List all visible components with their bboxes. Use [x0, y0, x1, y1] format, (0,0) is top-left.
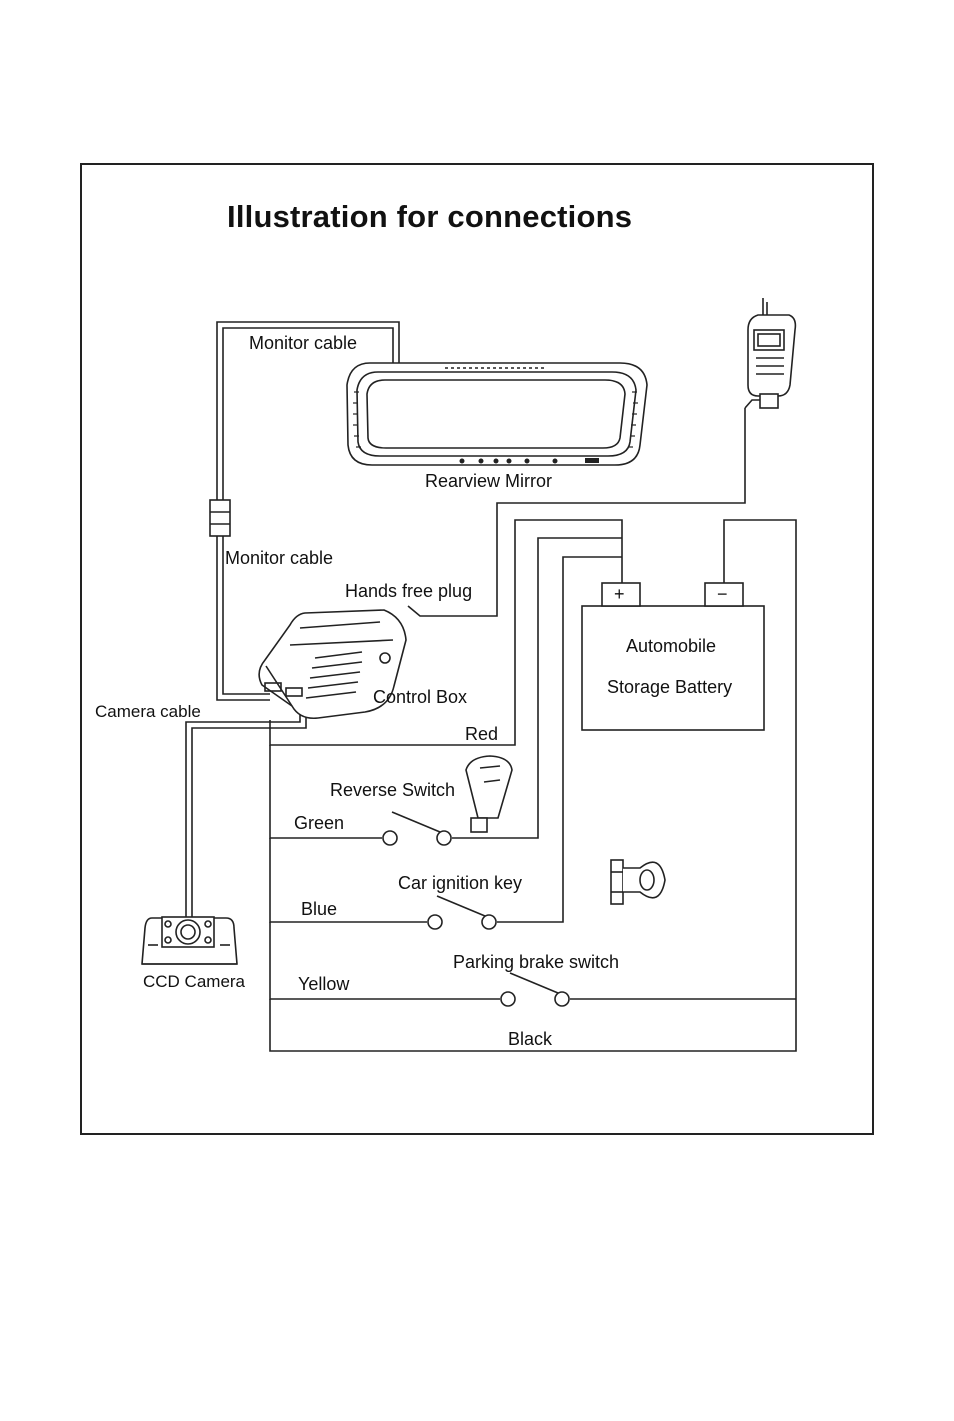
reverse-switch — [383, 812, 451, 845]
gear-shift-icon — [466, 756, 512, 832]
battery-icon — [582, 583, 764, 730]
label-green: Green — [294, 814, 344, 832]
label-yellow: Yellow — [298, 975, 349, 993]
label-car-ignition-key: Car ignition key — [398, 874, 522, 892]
label-red: Red — [465, 725, 498, 743]
label-monitor-cable-mid: Monitor cable — [225, 549, 333, 567]
camera-cable — [186, 700, 306, 920]
battery-minus-terminal: − — [717, 585, 728, 603]
label-black: Black — [508, 1030, 552, 1048]
label-blue: Blue — [301, 900, 337, 918]
label-control-box: Control Box — [373, 688, 467, 706]
label-hands-free-plug: Hands free plug — [345, 582, 472, 600]
label-monitor-cable-top: Monitor cable — [249, 334, 357, 352]
battery-plus-terminal: + — [614, 585, 625, 603]
ccd-camera-icon — [142, 917, 237, 964]
label-reverse-switch: Reverse Switch — [330, 781, 455, 799]
diagram-title: Illustration for connections — [227, 201, 632, 232]
ignition-switch — [428, 896, 496, 929]
label-camera-cable: Camera cable — [95, 703, 201, 720]
label-rearview-mirror: Rearview Mirror — [425, 472, 552, 490]
label-parking-brake-switch: Parking brake switch — [453, 953, 619, 971]
phone-icon — [748, 298, 795, 408]
rearview-mirror-icon — [347, 363, 647, 465]
battery-label-line2: Storage Battery — [607, 678, 732, 696]
battery-label-line1: Automobile — [626, 637, 716, 655]
ignition-key-icon — [611, 860, 665, 904]
parking-brake-switch — [501, 973, 569, 1006]
label-ccd-camera: CCD Camera — [143, 973, 245, 990]
